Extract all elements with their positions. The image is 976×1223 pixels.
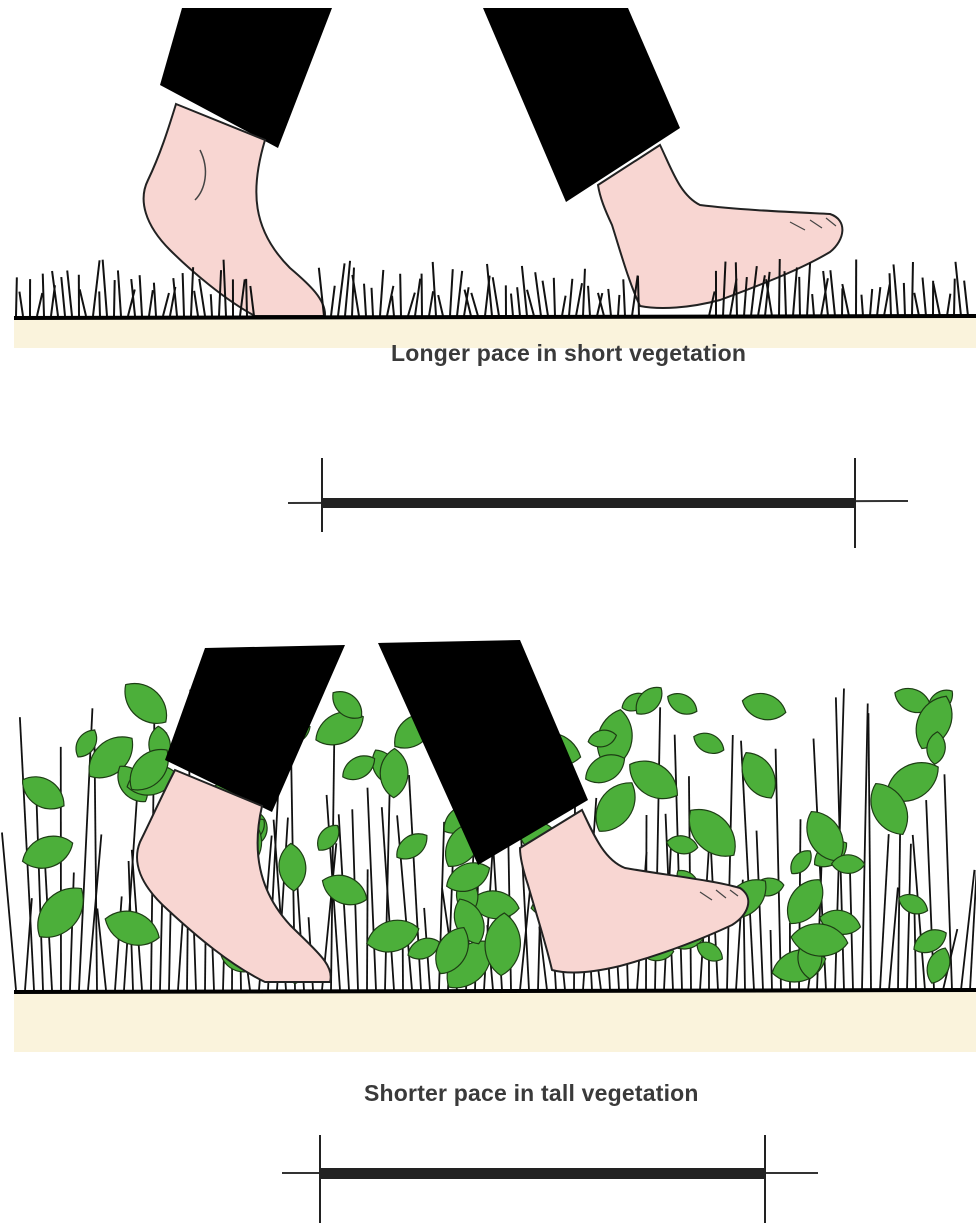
top-ground-line: [14, 316, 976, 318]
top-pace-bar: [288, 458, 908, 548]
top-panel-scene: [14, 8, 976, 348]
bottom-caption: Shorter pace in tall vegetation: [364, 1080, 699, 1107]
bottom-panel-scene: [2, 640, 976, 1052]
top-pace-length: [322, 498, 855, 508]
top-caption: Longer pace in short vegetation: [391, 340, 746, 367]
bottom-pace-bar: [282, 1135, 818, 1223]
bottom-ground-line: [14, 990, 976, 992]
top-right-foot: [598, 145, 842, 308]
bottom-pace-length: [320, 1168, 765, 1179]
bottom-ground: [14, 990, 976, 1052]
top-short-grass: [16, 259, 968, 316]
top-left-foot: [144, 104, 325, 316]
